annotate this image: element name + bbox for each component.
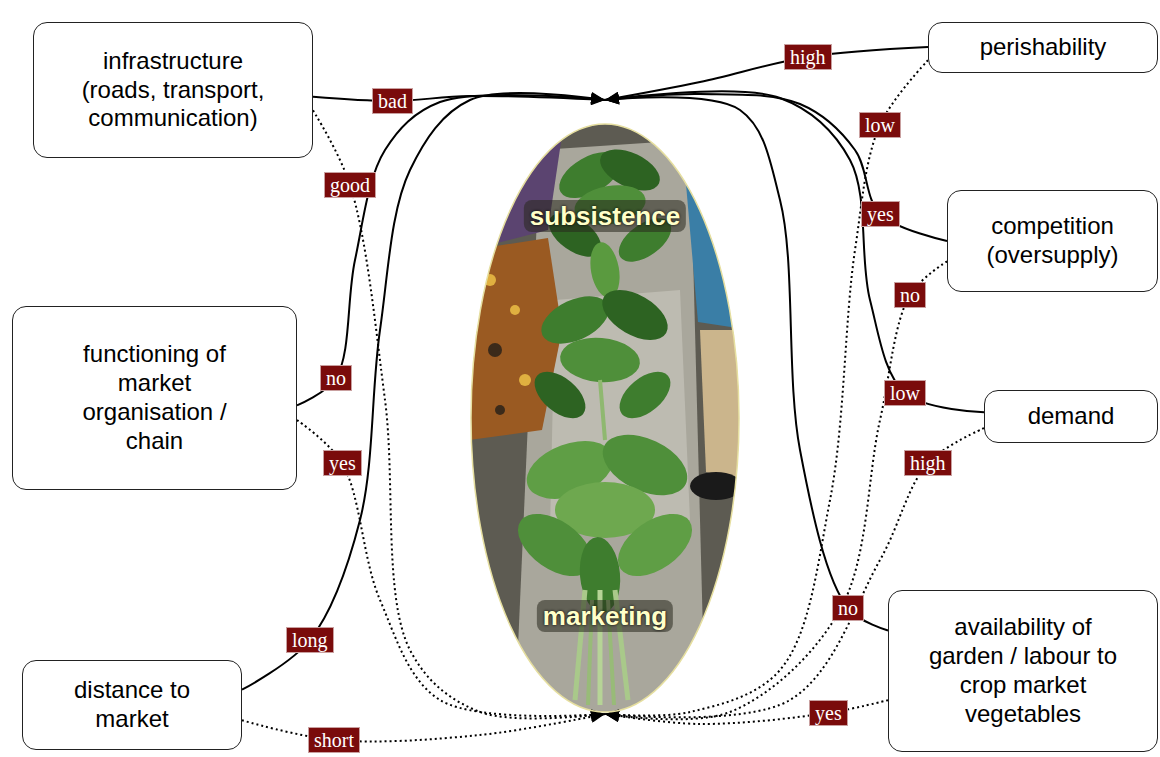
- edge-label: no: [894, 282, 926, 308]
- factor-box: competition (oversupply): [947, 190, 1158, 292]
- factor-text: infrastructure (roads, transport, commun…: [71, 47, 276, 133]
- edge-label: bad: [372, 88, 413, 114]
- ellipse-outline: [471, 124, 739, 712]
- factor-box: demand: [984, 390, 1158, 443]
- factor-box: distance to market: [22, 660, 242, 750]
- solid-connector: [605, 97, 888, 630]
- factor-box: perishability: [928, 22, 1158, 73]
- factor-text: competition (oversupply): [963, 212, 1143, 270]
- edge-label: yes: [861, 201, 900, 227]
- edge-label: no: [320, 365, 352, 391]
- edge-label: low: [859, 112, 901, 138]
- dotted-connector: [242, 714, 605, 741]
- factor-text: functioning of market organisation / cha…: [65, 340, 245, 455]
- edge-label: high: [904, 450, 952, 476]
- factor-text: perishability: [943, 33, 1143, 62]
- factor-text: demand: [996, 402, 1146, 431]
- photo-caption: subsistence: [524, 200, 686, 232]
- edge-label: yes: [323, 450, 362, 476]
- factor-box: availability of garden / labour to crop …: [888, 590, 1158, 752]
- dotted-connector: [297, 420, 605, 716]
- factor-text: distance to market: [57, 676, 207, 734]
- photo-ellipse: subsistence marketing: [470, 100, 740, 714]
- edge-label: yes: [809, 700, 848, 726]
- edge-label: low: [884, 380, 926, 406]
- edge-label: no: [832, 595, 864, 621]
- factor-box: functioning of market organisation / cha…: [12, 306, 297, 490]
- edge-label: short: [308, 727, 360, 753]
- edge-label: high: [784, 44, 832, 70]
- solid-connector: [605, 47, 928, 100]
- edge-label: long: [286, 627, 334, 653]
- solid-connector: [605, 91, 984, 412]
- photo-caption: marketing: [537, 600, 673, 632]
- factor-text: availability of garden / labour to crop …: [923, 613, 1123, 728]
- factor-box: infrastructure (roads, transport, commun…: [33, 22, 313, 158]
- edge-label: good: [324, 172, 376, 198]
